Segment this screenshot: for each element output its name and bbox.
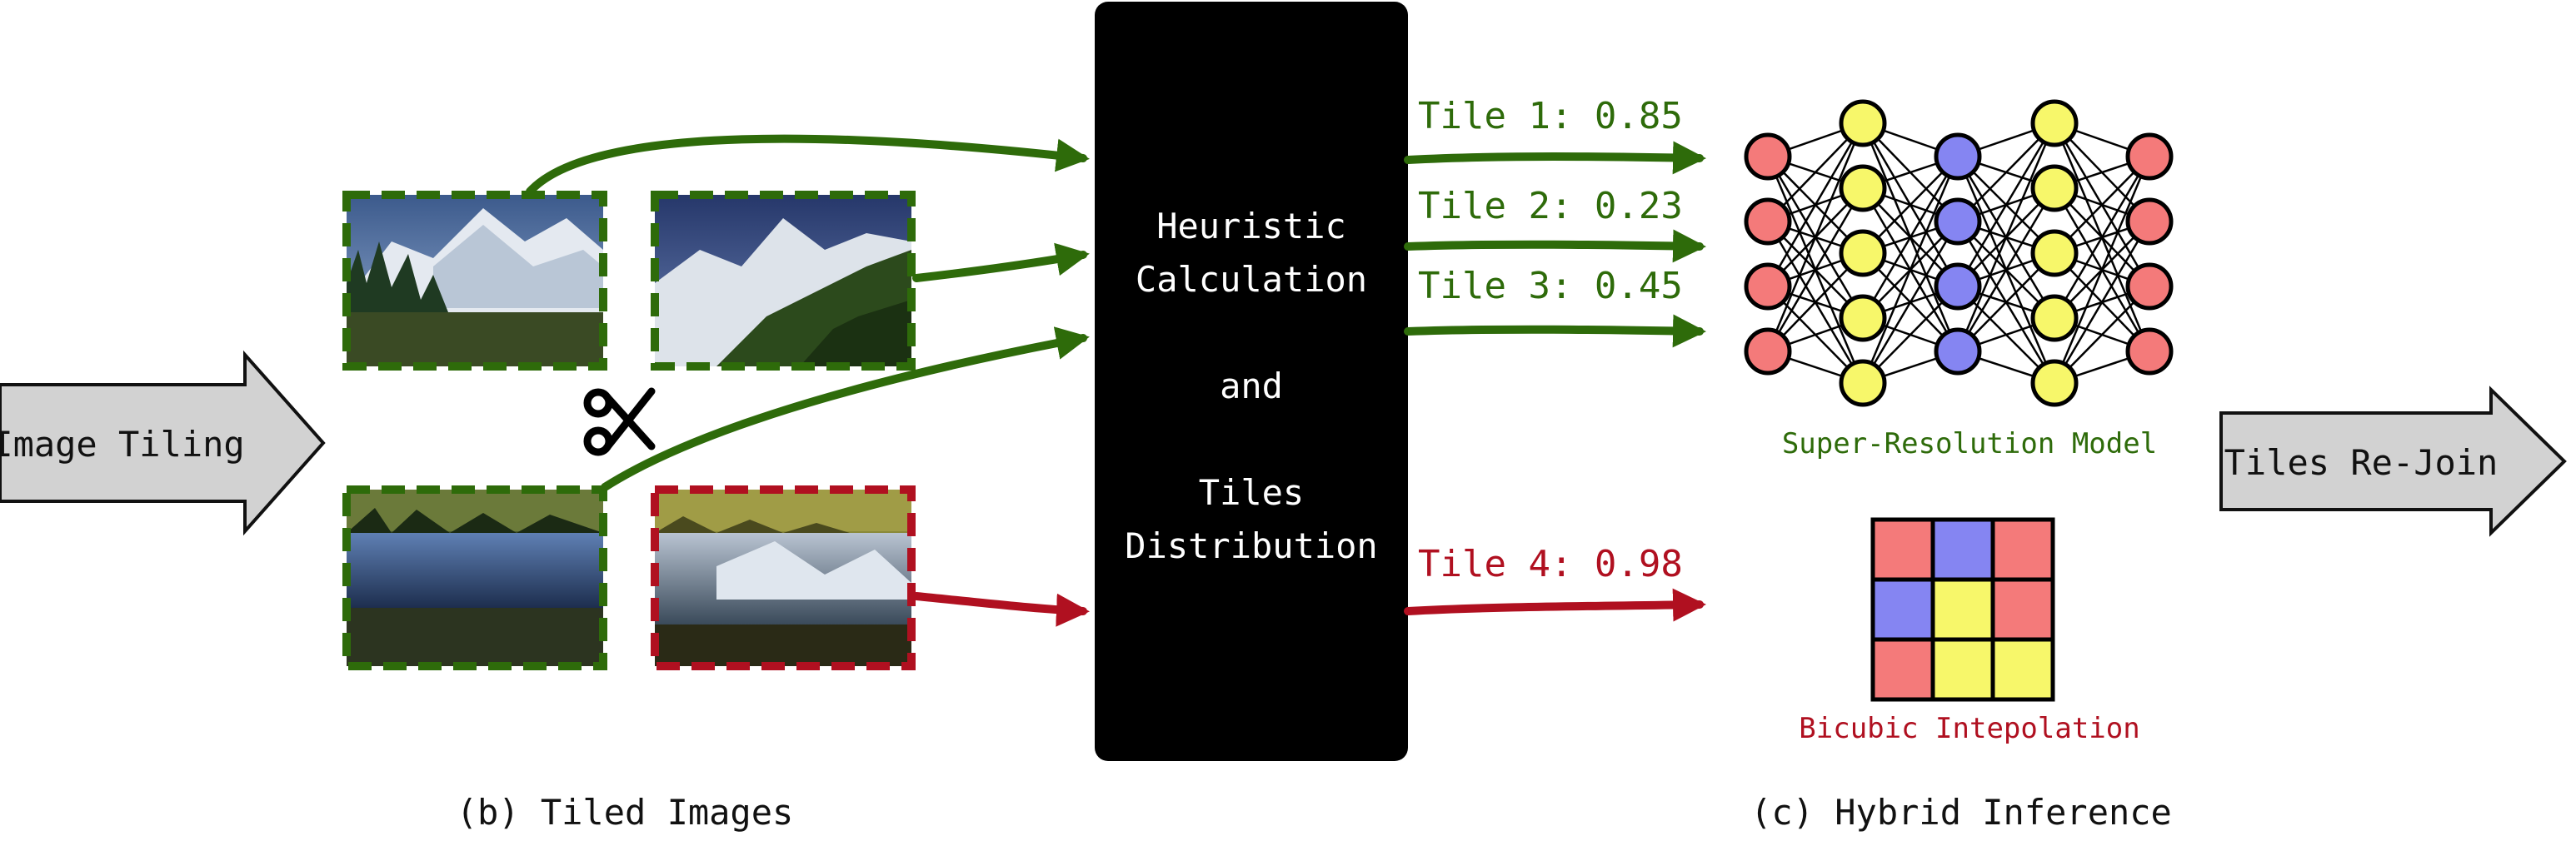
nn-connection (1861, 156, 1959, 384)
nn-node (1839, 99, 1887, 147)
nn-connection (1861, 221, 1959, 384)
nn-connection (1956, 122, 2056, 352)
caption-tiled-images: (b) Tiled Images (457, 792, 794, 833)
nn-node (1839, 164, 1887, 212)
bicubic-label: Bicubic Intepolation (1799, 712, 2139, 745)
nn-connection (1956, 187, 2056, 352)
tile-2-score: Tile 2: 0.23 (1418, 185, 1683, 227)
nn-connection (1956, 122, 2056, 287)
nn-connection (1766, 187, 1865, 352)
nn-node (1839, 294, 1887, 342)
grid-cell (1930, 577, 1995, 642)
nn-node (1934, 262, 1982, 311)
nn-connection (1766, 122, 1865, 352)
tile-image-1 (342, 191, 607, 371)
nn-node (2030, 164, 2079, 212)
nn-node (2125, 132, 2174, 181)
nn-node (1744, 327, 1792, 376)
grid-cell (1870, 577, 1935, 642)
nn-node (2030, 229, 2079, 277)
nn-node (2125, 197, 2174, 246)
nn-node (1934, 327, 1982, 376)
grid-cell (1930, 637, 1995, 702)
box-line-distribution: Distribution (1125, 525, 1377, 566)
caption-hybrid-inference: (c) Hybrid Inference (1750, 792, 2172, 833)
box-line-tiles: Tiles (1199, 472, 1304, 513)
nn-connection (2053, 156, 2151, 384)
tile-3-score: Tile 3: 0.45 (1418, 265, 1683, 307)
nn-connection (1861, 156, 1959, 319)
nn-node (1744, 262, 1792, 311)
box-line-heuristic: Heuristic (1156, 206, 1346, 246)
nn-node (2030, 359, 2079, 407)
scissors-icon (583, 387, 656, 456)
tile-image-3 (342, 485, 607, 670)
nn-node (2125, 327, 2174, 376)
image-tiling-label: Image Tiling (0, 424, 245, 465)
nn-connection (1766, 122, 1865, 287)
tiles-rejoin-label: Tiles Re-Join (2224, 442, 2499, 483)
nn-node (1744, 132, 1792, 181)
nn-node (1744, 197, 1792, 246)
tile-output-arrows (1404, 141, 1706, 622)
nn-node (1934, 197, 1982, 246)
super-resolution-network-icon (1744, 99, 2174, 407)
grid-cell (1870, 517, 1935, 582)
grid-cell (1990, 577, 2055, 642)
grid-cell (1870, 637, 1935, 702)
nn-connection (2053, 221, 2151, 384)
tile-image-2 (651, 191, 916, 371)
grid-cell (1990, 637, 2055, 702)
tile-4-score: Tile 4: 0.98 (1418, 543, 1683, 585)
nn-node (2125, 262, 2174, 311)
tile-to-box-arrows (526, 134, 1090, 627)
box-line-calculation: Calculation (1136, 259, 1367, 300)
grid-cell (1930, 517, 1995, 582)
tiles-rejoin-arrow: Tiles Re-Join (2219, 386, 2567, 537)
bicubic-grid-icon (1870, 517, 2055, 702)
tile-image-4 (651, 485, 916, 670)
box-line-and: and (1220, 366, 1283, 406)
nn-node (2030, 294, 2079, 342)
super-resolution-label: Super-Resolution Model (1782, 427, 2157, 460)
image-tiling-arrow: Image Tiling (0, 350, 326, 536)
tile-1-score: Tile 1: 0.85 (1418, 95, 1683, 137)
nn-node (1839, 229, 1887, 277)
nn-node (1839, 359, 1887, 407)
nn-node (1934, 132, 1982, 181)
grid-cell (1990, 517, 2055, 582)
heuristic-distribution-box: Heuristic Calculation and Tiles Distribu… (1095, 2, 1408, 761)
nn-node (2030, 99, 2079, 147)
nn-connection (2053, 156, 2151, 319)
